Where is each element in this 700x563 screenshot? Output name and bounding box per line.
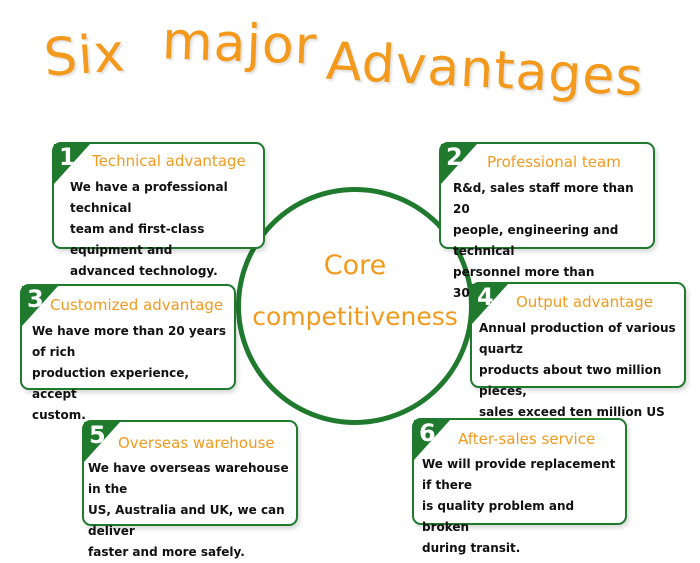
card-body-line: We have more than 20 years of rich	[32, 324, 226, 359]
card-body-line: during transit.	[422, 541, 521, 555]
card-body-line: team and first-class equipment and	[70, 222, 205, 257]
card-title: Professional team	[487, 153, 621, 171]
title-word-major: major	[161, 11, 319, 77]
core-circle	[236, 187, 474, 425]
card-body: We have more than 20 years of rich produ…	[32, 321, 234, 426]
advantage-card-team: 2 Professional team R&d, sales staff mor…	[439, 142, 655, 300]
card-body-line: products about two million pieces,	[479, 363, 662, 398]
card-body: We have overseas warehouse in the US, Au…	[88, 458, 296, 563]
advantage-card-technical: 1 Technical advantage We have a professi…	[52, 142, 265, 278]
card-body: We have a professional technical team an…	[70, 177, 263, 282]
advantage-card-customized: 3 Customized advantage We have more than…	[20, 284, 236, 422]
card-number: 6	[419, 419, 436, 447]
core-label-line1: Core	[323, 250, 387, 281]
title-word-advantages: Advantages	[324, 31, 645, 109]
advantage-card-warehouse: 5 Overseas warehouse We have overseas wa…	[82, 420, 298, 559]
card-number: 4	[477, 283, 494, 311]
title-word-six: Six	[42, 23, 128, 89]
card-body-line: custom.	[32, 408, 86, 422]
card-body-line: Annual production of various quartz	[479, 321, 676, 356]
card-title: After-sales service	[458, 430, 596, 448]
card-body-line: US, Australia and UK, we can deliver	[88, 503, 285, 538]
card-body-line: people, engineering and technical	[453, 223, 619, 258]
advantage-card-aftersales: 6 After-sales service We will provide re…	[412, 418, 627, 555]
card-number: 5	[89, 421, 106, 449]
core-label-line2: competitiveness	[252, 302, 458, 331]
card-body-line: We will provide replacement if there	[422, 457, 616, 492]
card-number-badge: 5	[84, 422, 120, 462]
card-body: Annual production of various quartz prod…	[479, 318, 684, 444]
diagram-title: Six major Advantages	[38, 10, 658, 120]
card-body-line: production experience, accept	[32, 366, 189, 401]
card-number: 3	[27, 285, 44, 313]
card-body-line: faster and more safely.	[88, 545, 245, 559]
card-title: Technical advantage	[92, 152, 246, 170]
card-title: Overseas warehouse	[118, 434, 275, 452]
card-body-line: R&d, sales staff more than 20	[453, 181, 634, 216]
card-title: Output advantage	[516, 293, 653, 311]
card-number: 1	[59, 143, 76, 171]
card-title: Customized advantage	[50, 296, 224, 314]
card-number: 2	[446, 143, 463, 171]
card-body: We will provide replacement if there is …	[422, 454, 625, 559]
card-body-line: is quality problem and broken	[422, 499, 575, 534]
card-body-line: advanced technology.	[70, 264, 218, 278]
advantage-card-output: 4 Output advantage Annual production of …	[470, 282, 686, 440]
card-body-line: We have overseas warehouse in the	[88, 461, 289, 496]
card-body-line: We have a professional technical	[70, 180, 228, 215]
